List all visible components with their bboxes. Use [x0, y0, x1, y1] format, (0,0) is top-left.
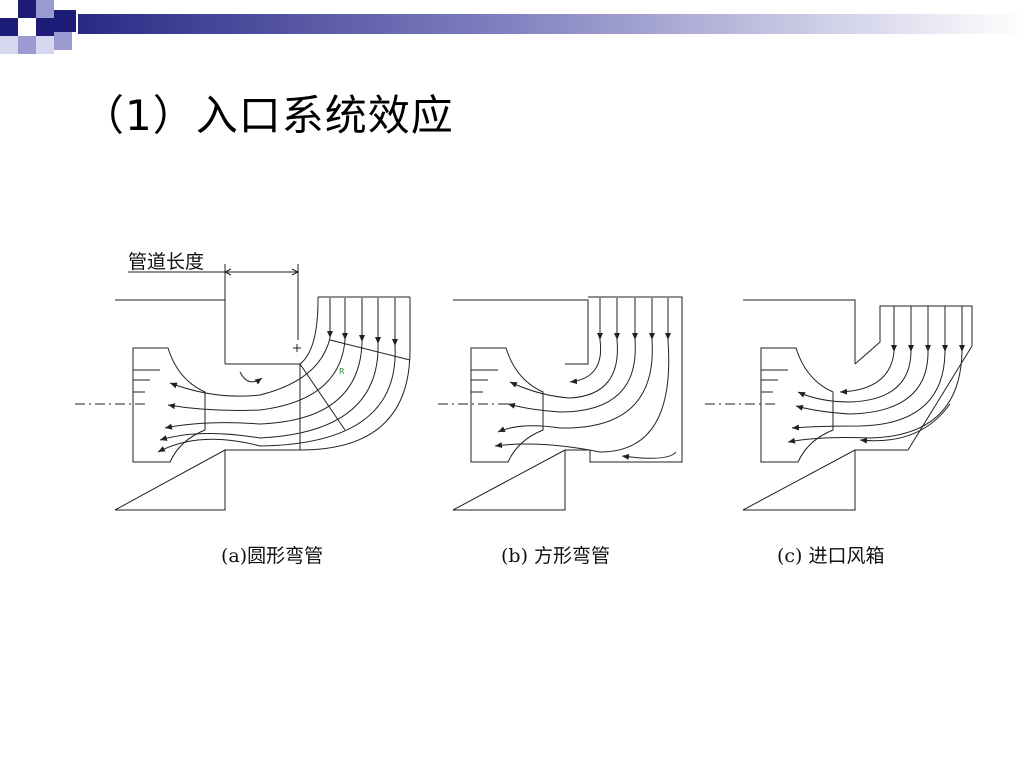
- deco-square: [54, 10, 76, 32]
- deco-square: [54, 32, 72, 50]
- caption-panel-b: (b) 方形弯管: [501, 545, 611, 567]
- deco-square: [0, 0, 18, 18]
- caption-panel-a: (a)圆形弯管: [221, 545, 324, 567]
- deco-square: [0, 36, 18, 54]
- duct-length-label: 管道长度: [128, 251, 205, 273]
- header-decoration: [0, 0, 1024, 54]
- caption-panel-c: (c) 进口风箱: [777, 545, 885, 567]
- deco-square: [0, 18, 18, 36]
- deco-square: [36, 0, 54, 18]
- deco-square: [18, 36, 36, 54]
- panel-c-inlet-box: [705, 299, 973, 511]
- inlet-effect-diagram: R: [75, 264, 973, 511]
- panel-a-round-elbow: [75, 296, 411, 511]
- deco-square: [18, 18, 36, 36]
- deco-square: [36, 36, 54, 54]
- slide-title: （1）入口系统效应: [82, 91, 454, 140]
- marker-r: R: [339, 367, 345, 376]
- header-gradient-bar: [78, 14, 1024, 34]
- panel-b-square-elbow: [438, 296, 683, 511]
- deco-square: [18, 0, 36, 18]
- deco-square: [36, 18, 54, 36]
- duct-length-dimension: [128, 264, 300, 340]
